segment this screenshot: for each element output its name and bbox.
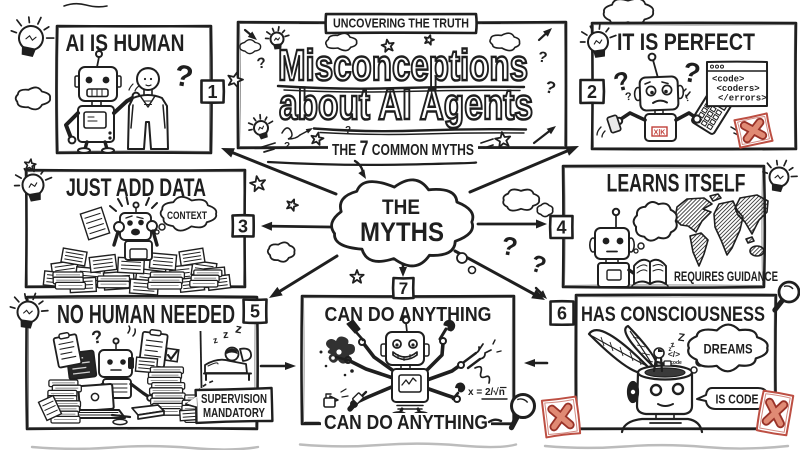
svg-text:?: ? (172, 59, 196, 95)
svg-text:?: ? (681, 56, 703, 90)
svg-text:!: ! (684, 93, 691, 104)
svg-text:AI IS HUMAN: AI IS HUMAN (66, 30, 185, 57)
svg-text:5: 5 (250, 301, 260, 321)
svg-text:DREAMS: DREAMS (704, 341, 753, 357)
svg-text:IT IS PERFECT: IT IS PERFECT (617, 29, 755, 56)
svg-text:?: ? (90, 326, 104, 348)
svg-text:IS CODE: IS CODE (716, 392, 759, 407)
svg-text:</errors>: </errors> (718, 94, 767, 104)
svg-text:Misconceptions: Misconceptions (278, 41, 528, 90)
svg-text:?: ? (284, 141, 290, 152)
svg-text:HAS CONSCIOUSNESS: HAS CONSCIOUSNESS (581, 302, 765, 326)
svg-text:z: z (222, 329, 229, 341)
svg-text:2: 2 (587, 82, 597, 102)
svg-text:CAN DO ANYTHING: CAN DO ANYTHING (324, 411, 488, 434)
svg-text:?: ? (543, 77, 558, 98)
svg-text:LEARNS ITSELF: LEARNS ITSELF (607, 170, 746, 198)
svg-text:?: ? (345, 125, 351, 136)
svg-text:MANDATORY: MANDATORY (203, 406, 266, 420)
svg-text:MYTHS: MYTHS (360, 217, 444, 247)
svg-text:z: z (212, 335, 219, 346)
svg-text:Z: Z (677, 332, 686, 345)
svg-text:7: 7 (399, 279, 408, 298)
svg-text:<coders>: <coders> (717, 84, 760, 94)
svg-text:z: z (670, 340, 676, 350)
svg-text:UNCOVERING THE TRUTH: UNCOVERING THE TRUTH (333, 16, 469, 31)
svg-text:x = 2/√n: x = 2/√n (468, 387, 505, 398)
svg-text:SUPERVISION: SUPERVISION (201, 392, 267, 406)
svg-text:z: z (234, 321, 243, 337)
svg-text:NO HUMAN NEEDED: NO HUMAN NEEDED (57, 299, 235, 329)
svg-text:?: ? (537, 48, 548, 66)
svg-text:<code>: <code> (712, 75, 744, 85)
svg-text:CONTEXT: CONTEXT (167, 210, 207, 222)
svg-text:THE 7 COMMON MYTHS: THE 7 COMMON MYTHS (332, 137, 474, 160)
svg-text:THE: THE (382, 196, 420, 219)
svg-text:z: z (669, 347, 672, 353)
svg-text:1: 1 (207, 82, 217, 102)
svg-text:REQUIRES GUIDANCE: REQUIRES GUIDANCE (674, 269, 778, 284)
svg-text:?: ? (499, 230, 520, 262)
svg-text:3: 3 (238, 216, 248, 236)
svg-text:?: ? (624, 91, 633, 104)
svg-text:</>: </> (668, 349, 680, 359)
svg-text:4: 4 (556, 217, 566, 237)
svg-text:X|K: X|K (654, 130, 666, 137)
svg-text:code: code (670, 360, 682, 366)
svg-text:6: 6 (557, 303, 567, 323)
svg-text:?: ? (610, 65, 633, 98)
svg-text:?: ? (256, 54, 267, 72)
